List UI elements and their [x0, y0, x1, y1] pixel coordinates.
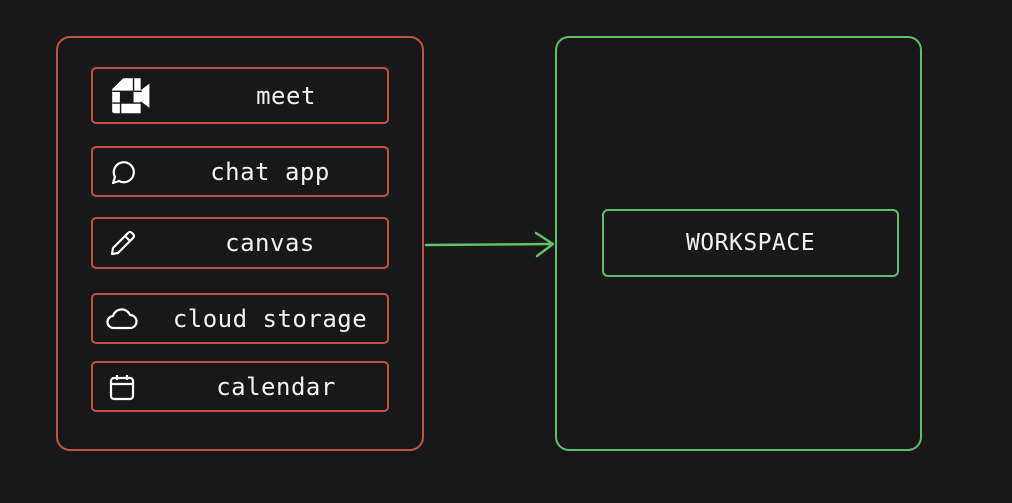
cloud-icon [105, 302, 139, 336]
cloud-storage-label: cloud storage [172, 304, 368, 333]
workspace-box[interactable]: WORKSPACE [602, 209, 899, 277]
chat-app-item[interactable]: chat app [91, 146, 389, 197]
workspace-group-frame[interactable] [555, 36, 922, 451]
workspace-label: WORKSPACE [685, 230, 816, 256]
meet-label: meet [256, 81, 316, 110]
pencil-icon [105, 226, 139, 260]
calendar-item[interactable]: calendar [91, 361, 389, 412]
meet-item[interactable]: meet [91, 67, 389, 124]
canvas-item[interactable]: canvas [91, 217, 389, 269]
chat-app-label: chat app [210, 157, 330, 186]
connector-arrow [424, 231, 555, 258]
chat-bubble-icon [105, 155, 139, 189]
canvas-label: canvas [225, 229, 315, 257]
calendar-label: calendar [216, 372, 336, 401]
cloud-storage-item[interactable]: cloud storage [91, 293, 389, 344]
calendar-icon [105, 370, 139, 404]
apps-group-frame[interactable] [56, 36, 424, 451]
video-camera-icon [105, 77, 150, 114]
